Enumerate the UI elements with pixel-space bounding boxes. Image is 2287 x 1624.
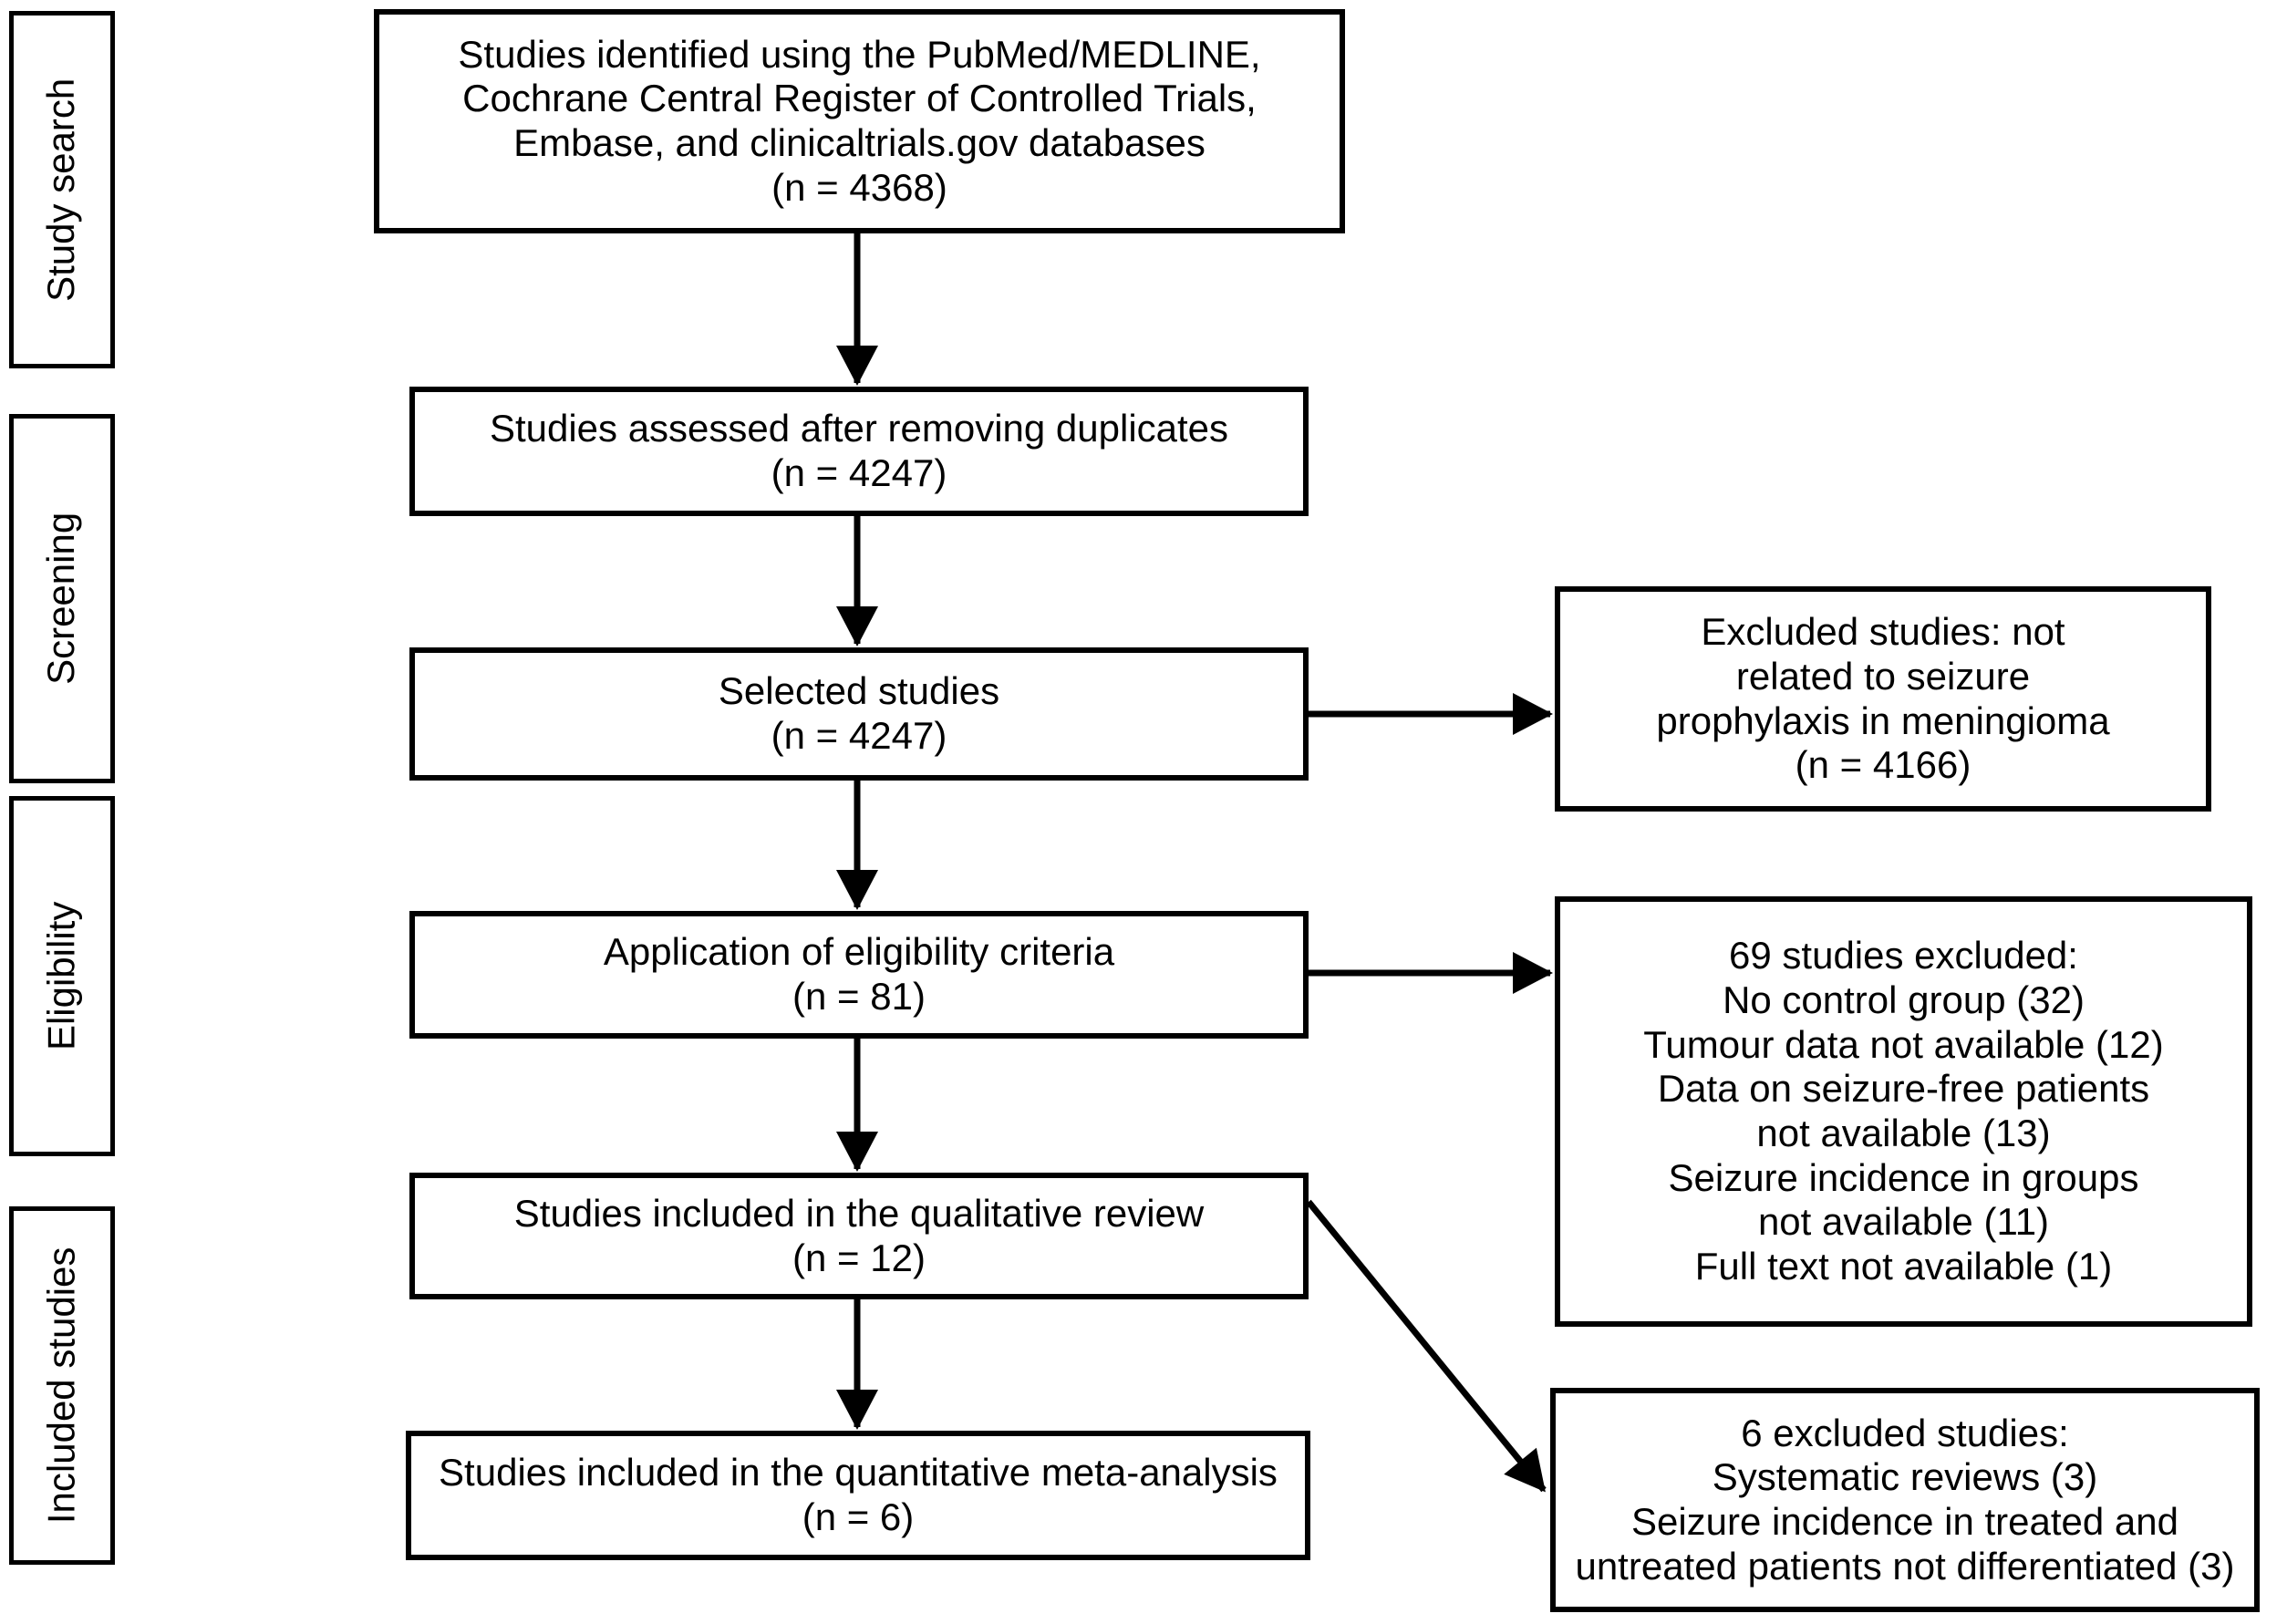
flow-box-eligibility-criteria-text: Application of eligibility criteria (n =… bbox=[603, 930, 1115, 1018]
flow-box-identification: Studies identified using the PubMed/MEDL… bbox=[374, 9, 1345, 233]
stage-box-included-studies: Included studies bbox=[9, 1206, 115, 1565]
stage-label-screening: Screening bbox=[39, 512, 83, 686]
exclusion-box-eligibility-criteria-text: 69 studies excluded: No control group (3… bbox=[1643, 934, 2164, 1288]
stage-box-screening: Screening bbox=[9, 414, 115, 783]
stage-label-eligibility: Eligibility bbox=[39, 901, 83, 1051]
flow-box-selected-text: Selected studies (n = 4247) bbox=[718, 669, 1000, 757]
arrow-qualitative-to-excluded-qualitative bbox=[1306, 1199, 1547, 1493]
exclusion-box-not-related-text: Excluded studies: not related to seizure… bbox=[1656, 610, 2110, 787]
flow-box-eligibility-criteria: Application of eligibility criteria (n =… bbox=[409, 911, 1309, 1039]
stage-box-study-search: Study search bbox=[9, 11, 115, 368]
flow-box-identification-text: Studies identified using the PubMed/MEDL… bbox=[458, 32, 1261, 209]
stage-label-included-studies: Included studies bbox=[39, 1246, 83, 1525]
flow-box-deduplicated: Studies assessed after removing duplicat… bbox=[409, 387, 1309, 516]
stage-label-study-search: Study search bbox=[39, 78, 83, 302]
exclusion-box-eligibility-criteria: 69 studies excluded: No control group (3… bbox=[1555, 896, 2252, 1327]
exclusion-box-qualitative-excluded-text: 6 excluded studies: Systematic reviews (… bbox=[1575, 1411, 2235, 1588]
exclusion-box-qualitative-excluded: 6 excluded studies: Systematic reviews (… bbox=[1550, 1388, 2260, 1612]
flow-box-deduplicated-text: Studies assessed after removing duplicat… bbox=[489, 407, 1229, 494]
stage-box-eligibility: Eligibility bbox=[9, 796, 115, 1156]
flow-box-quantitative-meta-analysis: Studies included in the quantitative met… bbox=[406, 1431, 1310, 1560]
flow-box-qualitative-review-text: Studies included in the qualitative revi… bbox=[513, 1191, 1205, 1279]
exclusion-box-not-related: Excluded studies: not related to seizure… bbox=[1555, 586, 2211, 812]
flow-box-qualitative-review: Studies included in the qualitative revi… bbox=[409, 1173, 1309, 1299]
flow-box-quantitative-meta-analysis-text: Studies included in the quantitative met… bbox=[439, 1451, 1278, 1538]
flow-box-selected: Selected studies (n = 4247) bbox=[409, 647, 1309, 781]
